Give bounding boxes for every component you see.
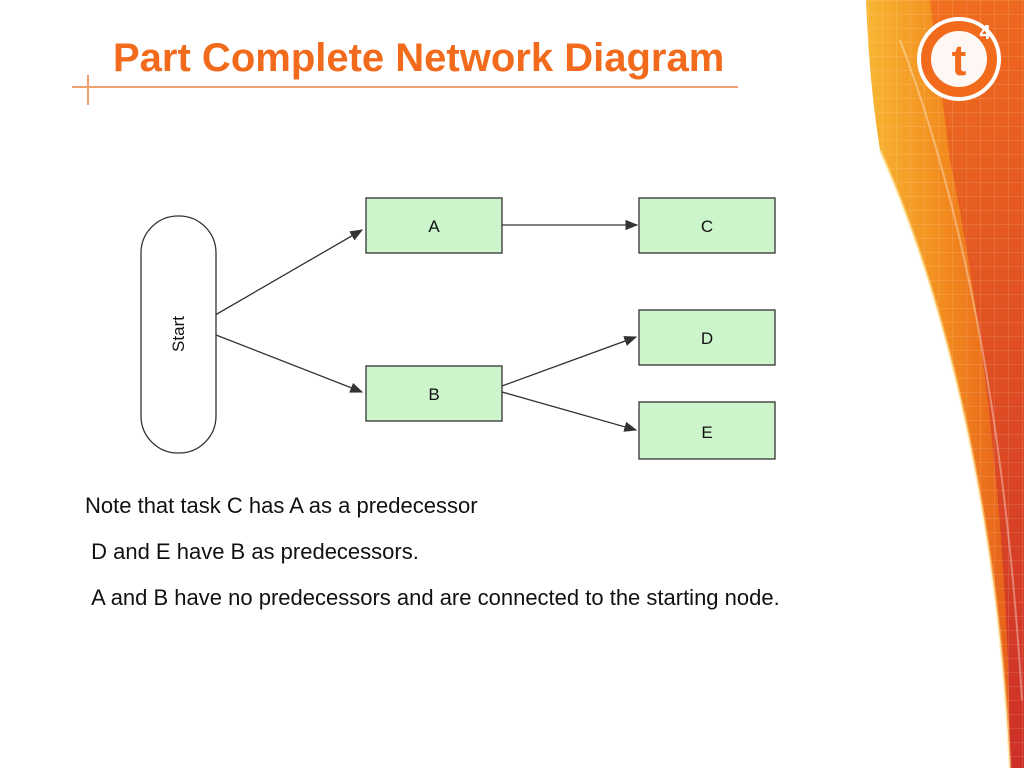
node-b: B [365,365,503,422]
edge-b-d [501,336,638,387]
node-c: C [638,197,776,254]
edge-b-e [501,391,638,432]
edge-start-b [215,334,364,393]
note-line: D and E have B as predecessors. [85,539,419,564]
note-line: A and B have no predecessors and are con… [85,585,780,610]
notes-text: Note that task C has A as a predecessor … [85,490,825,628]
start-node-label: Start [169,316,188,352]
t4-logo: t 4 [917,17,1001,101]
node-e-label: E [701,423,712,442]
logo-letter: t [952,36,967,85]
node-c-label: C [701,217,713,236]
node-d: D [638,309,776,366]
logo-superscript: 4 [979,22,991,44]
title-tick-mark [87,75,89,105]
node-e: E [638,401,776,460]
note-line: Note that task C has A as a predecessor [85,493,478,518]
node-b-label: B [428,385,439,404]
page-title: Part Complete Network Diagram [113,36,725,80]
title-underline [72,86,738,88]
edge-start-a [209,229,364,319]
node-a-label: A [428,217,440,236]
node-a: A [365,197,503,254]
start-node: Start [140,215,217,454]
node-d-label: D [701,329,713,348]
